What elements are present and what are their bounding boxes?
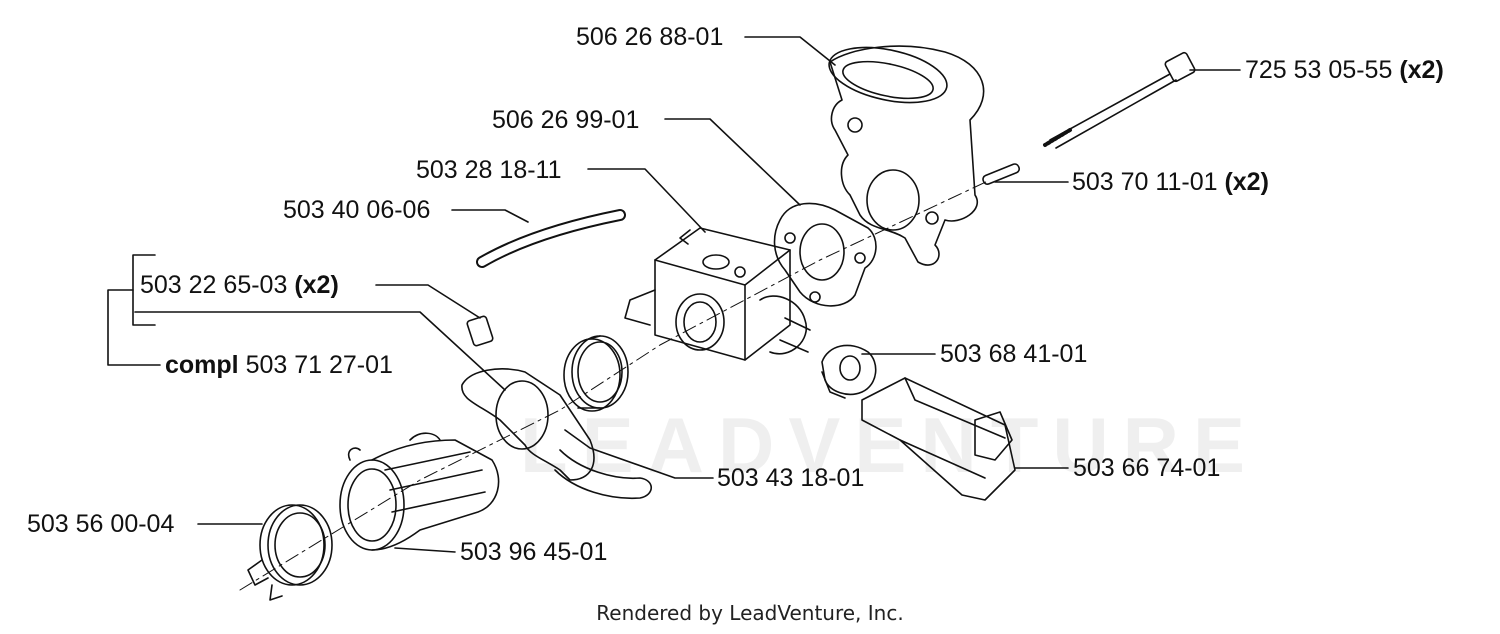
adapter-ring — [563, 335, 629, 412]
leader-compl — [107, 289, 161, 366]
callout-506-26-88-01: 506 26 88-01 — [576, 23, 723, 51]
part-number: 503 66 74-01 — [1073, 454, 1221, 482]
callout-compl-503-71-27-01: compl 503 71 27-01 — [165, 351, 393, 379]
part-number: 503 71 27-01 — [245, 351, 393, 379]
part-number: 725 53 05-55 — [1245, 56, 1393, 84]
part-number: 503 43 18-01 — [717, 464, 865, 492]
leader-503-43-18-01 — [564, 429, 714, 479]
leader-lines — [107, 36, 1241, 553]
callout-503-66-74-01: 503 66 74-01 — [1073, 454, 1220, 482]
leader-503-40-06-06 — [451, 209, 529, 223]
callout-503-70-11-01: 503 70 11-01 (x2) — [1072, 168, 1269, 196]
compl-prefix: compl — [165, 351, 239, 379]
gasket — [773, 202, 877, 307]
callout-503-68-41-01: 503 68 41-01 — [940, 340, 1087, 368]
callout-503-22-65-03: 503 22 65-03 (x2) — [140, 271, 339, 299]
assembly-axis — [239, 179, 991, 591]
flange-bracket — [461, 315, 653, 500]
fuel-hose — [476, 209, 626, 268]
callout-725-53-05-55: 725 53 05-55 (x2) — [1245, 56, 1444, 84]
pin — [982, 163, 1021, 185]
quantity: (x2) — [1399, 56, 1444, 84]
leader-503-28-18-11 — [587, 168, 706, 233]
leader-clamp — [134, 311, 506, 391]
callout-503-56-00-04: 503 56 00-04 — [27, 510, 174, 538]
callout-503-43-18-01: 503 43 18-01 — [717, 464, 864, 492]
part-number: 503 70 11-01 — [1072, 168, 1218, 196]
callout-506-26-99-01: 506 26 99-01 — [492, 106, 639, 134]
leader-503-96-45-01 — [394, 547, 456, 553]
intake-boot — [339, 432, 500, 551]
part-number: 503 56 00-04 — [27, 510, 175, 538]
spring-clip — [821, 344, 877, 399]
intake-manifold — [828, 45, 985, 266]
hose-clamp — [247, 504, 333, 601]
part-number: 503 68 41-01 — [940, 340, 1088, 368]
leader-503-22-65-03 — [375, 284, 481, 319]
part-number: 506 26 99-01 — [492, 106, 640, 134]
part-number: 503 22 65-03 — [140, 271, 288, 299]
leader-506-26-88-01 — [744, 36, 836, 66]
part-number: 503 28 18-11 — [416, 156, 562, 184]
callout-503-96-45-01: 503 96 45-01 — [460, 538, 607, 566]
footer-credit: Rendered by LeadVenture, Inc. — [596, 601, 904, 625]
quantity: (x2) — [294, 271, 339, 299]
quantity: (x2) — [1224, 168, 1269, 196]
callout-503-28-18-11: 503 28 18-11 — [416, 156, 562, 184]
callout-503-40-06-06: 503 40 06-06 — [283, 196, 430, 224]
part-number: 506 26 88-01 — [576, 23, 724, 51]
part-number: 503 96 45-01 — [460, 538, 608, 566]
watermark: LEADVENTURE — [520, 401, 1260, 489]
bolt — [1043, 51, 1196, 149]
leader-506-26-99-01 — [664, 118, 801, 206]
part-number: 503 40 06-06 — [283, 196, 431, 224]
carburetor — [624, 227, 811, 361]
choke-lever — [861, 377, 1016, 501]
